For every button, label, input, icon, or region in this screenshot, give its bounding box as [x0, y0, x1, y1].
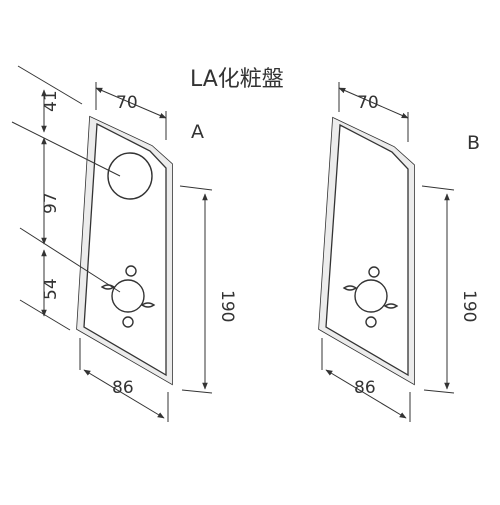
- variant-b-label: B: [467, 132, 480, 154]
- variant-a-label: A: [191, 121, 204, 143]
- dim-a-width-bottom: 86: [112, 378, 134, 398]
- dim-a-offset-top: 41: [41, 90, 61, 112]
- dim-b-width-bottom: 86: [354, 378, 376, 398]
- dimensions-b: 70 86 190: [321, 82, 479, 422]
- dim-b-height: 190: [459, 290, 479, 322]
- dim-b-width-top: 70: [357, 93, 379, 113]
- drawing-title: LA化粧盤: [190, 67, 284, 92]
- dim-a-width-top: 70: [116, 93, 138, 113]
- cylinder-hole-a: [107, 152, 153, 200]
- dim-a-offset-bottom: 54: [41, 278, 61, 300]
- dimensions-a: 70 86 190 41 97 54: [11, 65, 237, 422]
- latch-hole-a: [100, 265, 156, 328]
- plate-a: [76, 115, 173, 386]
- plate-b: [318, 116, 415, 386]
- dim-a-hole-spacing: 97: [41, 192, 61, 214]
- latch-hole-b: [342, 266, 399, 328]
- dim-a-height: 190: [217, 290, 237, 322]
